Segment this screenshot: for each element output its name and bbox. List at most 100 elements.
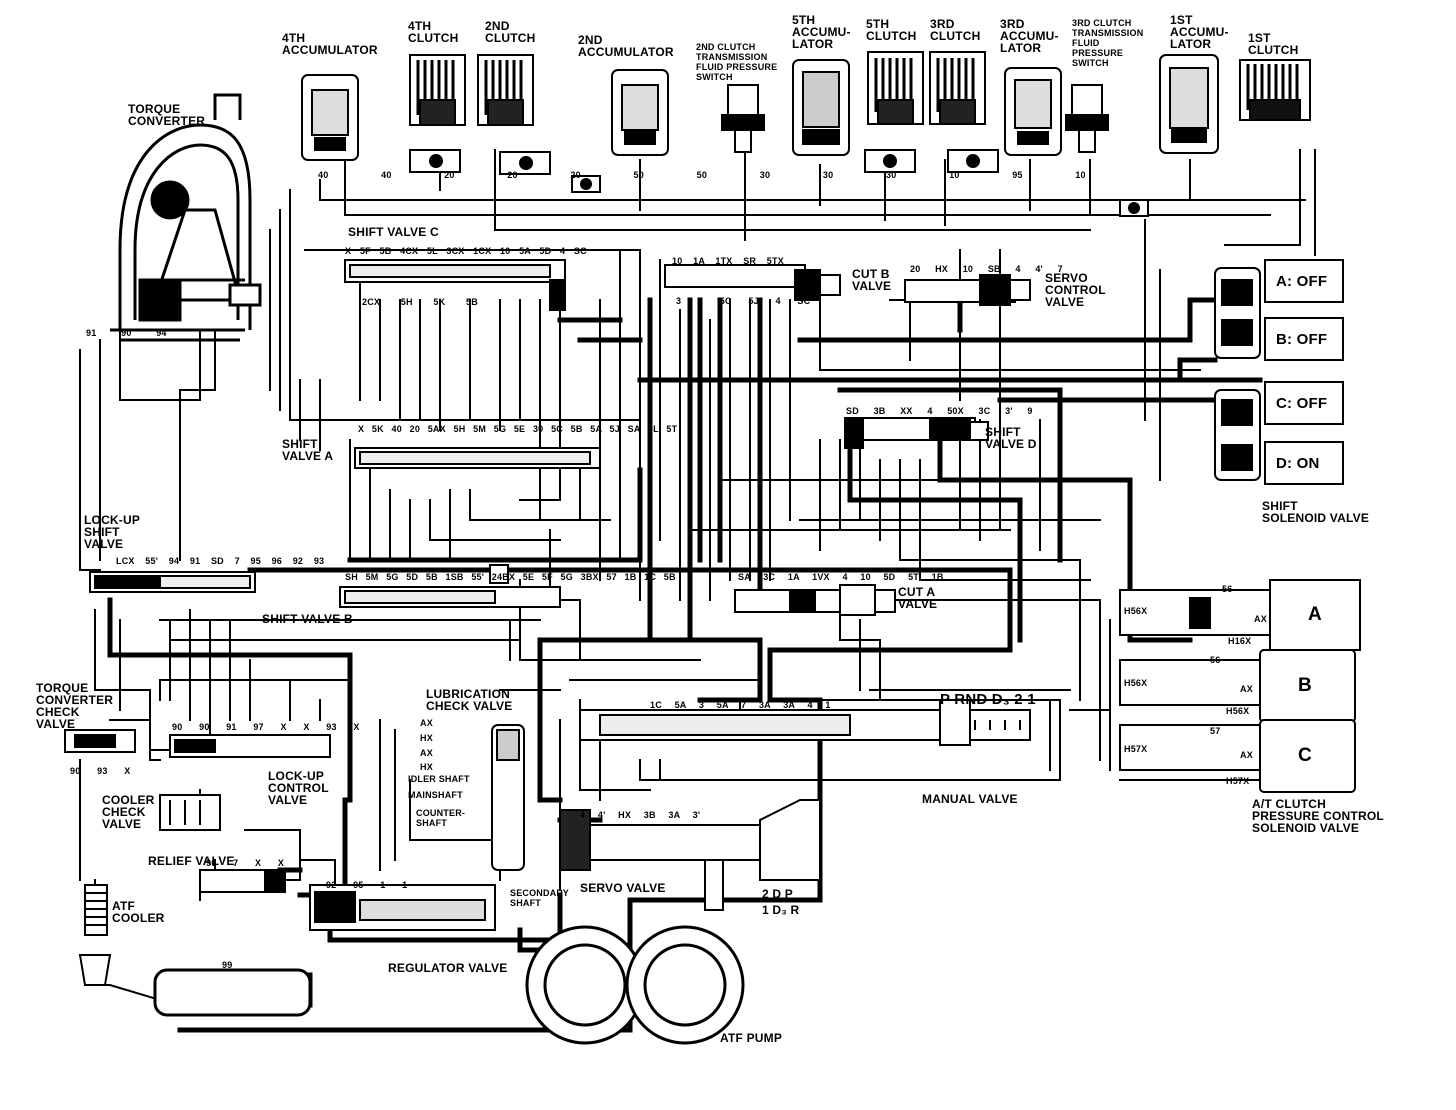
- lube-port-0: AX: [420, 718, 433, 728]
- accumulator-4th: [301, 74, 359, 161]
- pcs-solenoid-bodies: [1119, 579, 1361, 793]
- ports-tc-check: 90 93 X: [70, 766, 131, 776]
- check-valve-4th: [409, 149, 461, 173]
- clutch-5th: [867, 51, 924, 125]
- tc-check-valve-body: [64, 729, 136, 753]
- label-idler-shaft: IDLER SHAFT: [408, 774, 470, 784]
- clutch-4th: [409, 54, 466, 126]
- ports-shift-valve-b: SH 5M 5G 5D 5B 1SB 55' 24BX 5E 5F 5G 3BX…: [345, 572, 676, 582]
- shift-solenoid-bodies: [1214, 267, 1261, 481]
- check-valve-5th: [864, 149, 916, 173]
- label-relief-valve: RELIEF VALVE: [148, 854, 235, 868]
- pressure-switch-3rd: [1065, 84, 1109, 153]
- ports-cut-a: SA 3C 1A 1VX 4 10 5D 5T 1B: [738, 572, 944, 582]
- label-shift-valve-c: SHIFT VALVE C: [348, 225, 439, 239]
- check-valve-2nd: [499, 151, 551, 175]
- manual-valve-positions: P RND D₃ 2 1: [940, 691, 1036, 708]
- check-ball-30: [1119, 199, 1149, 217]
- lube-port-2: AX: [420, 748, 433, 758]
- ports-cut-b-top: 10 1A 1TX SR 5TX: [672, 256, 784, 266]
- lubrication-check-valve-body: [491, 724, 525, 871]
- ports-manual-valve: 1C 5A 3 5A 7 3A 3A 4 1: [650, 700, 831, 710]
- cut-a-valve-body: [734, 584, 896, 616]
- pcs-solenoid-c-label: C: [1298, 745, 1312, 766]
- pcs-a-port-3: AX: [1254, 614, 1267, 624]
- shift-valve-d-body: [844, 417, 989, 449]
- pcs-c-port-2: 57: [1210, 726, 1221, 736]
- relief-valve-body: [199, 869, 286, 893]
- shift-valve-c-body: [344, 259, 566, 311]
- lockup-control-valve-body: [169, 734, 331, 758]
- pcs-a-port-1: H16X: [1228, 636, 1252, 646]
- label-atf-pump: ATF PUMP: [720, 1031, 783, 1045]
- ports-shift-valve-a: X 5K 40 20 5AX 5H 5M 5G 5E 30 5C 5B 5A 5…: [358, 424, 678, 434]
- solenoid-b-state: B: OFF: [1276, 331, 1328, 348]
- ports-regulator: 92 95 1 1: [326, 880, 408, 890]
- port-cooler-line: 99: [222, 960, 233, 970]
- ports-lockup-control: 90 90 91 97 X X 93 X: [172, 722, 360, 732]
- ports-servo-valve: 4 4' HX 3B 3A 3': [580, 810, 701, 820]
- fluid-circuit-thick: [107, 297, 1263, 1033]
- ports-shift-valve-d: SD 3B XX 4 50X 3C 3' 9: [846, 406, 1033, 416]
- pcs-c-port-3: AX: [1240, 750, 1253, 760]
- accumulator-2nd: [611, 69, 669, 156]
- pcs-b-port-1: H56X: [1226, 706, 1250, 716]
- regulator-valve-body: [309, 884, 496, 931]
- pcs-solenoid-b-label: B: [1298, 675, 1312, 696]
- label-countershaft: COUNTER-SHAFT: [416, 808, 466, 828]
- label-servo-valve: SERVO VALVE: [580, 881, 666, 895]
- ports-shift-valve-c-top: X 5F 5B 4CX 5L 3CX 1CX 10 5A 5D 4 SC: [345, 246, 587, 256]
- pcs-solenoid-a-label: A: [1308, 604, 1322, 625]
- solenoid-a-state: A: OFF: [1276, 273, 1328, 290]
- pcs-c-port-0: H57X: [1124, 744, 1148, 754]
- clutch-3rd: [929, 51, 986, 125]
- ports-converter: 91 90 94: [86, 328, 167, 338]
- manual-valve-body: [579, 699, 1031, 746]
- ports-top-circuits: 40 40 20 20 20 50 50 30 30 30 10 95 10: [318, 170, 1086, 180]
- servo-positions-upper: 2 D P: [762, 887, 794, 901]
- ports-relief: 96 7 X X: [206, 858, 285, 868]
- atf-reservoir: [153, 968, 312, 1017]
- cut-b-valve-body: [664, 264, 841, 301]
- torque-converter-body: [110, 93, 262, 342]
- solenoid-state-boxes: [1264, 259, 1344, 485]
- ports-shift-valve-c-bottom: 2CX 5H 5K 5B: [362, 297, 478, 307]
- pcs-b-port-2: 56: [1210, 655, 1221, 665]
- lube-port-1: HX: [420, 733, 433, 743]
- servo-positions-lower: 1 D₃ R: [762, 903, 800, 917]
- clutch-2nd: [477, 54, 534, 126]
- servo-control-valve-body: [904, 274, 1031, 306]
- solenoid-c-state: C: OFF: [1276, 395, 1328, 412]
- pcs-c-port-1: H57X: [1226, 776, 1250, 786]
- ports-cut-b-bottom: 3 1 5C 5J 4 SC: [676, 296, 811, 306]
- label-mainshaft: MAINSHAFT: [408, 790, 463, 800]
- ports-servo-control: 20 HX 10 SB 4 4' 7: [910, 264, 1063, 274]
- ports-lockup-shift: LCX 55' 94 91 SD 7 95 96 92 93: [116, 556, 325, 566]
- servo-valve-body: [559, 799, 821, 911]
- accumulator-1st: [1159, 54, 1219, 154]
- solenoid-d-state: D: ON: [1276, 455, 1320, 472]
- atf-cooler-body: [78, 884, 112, 986]
